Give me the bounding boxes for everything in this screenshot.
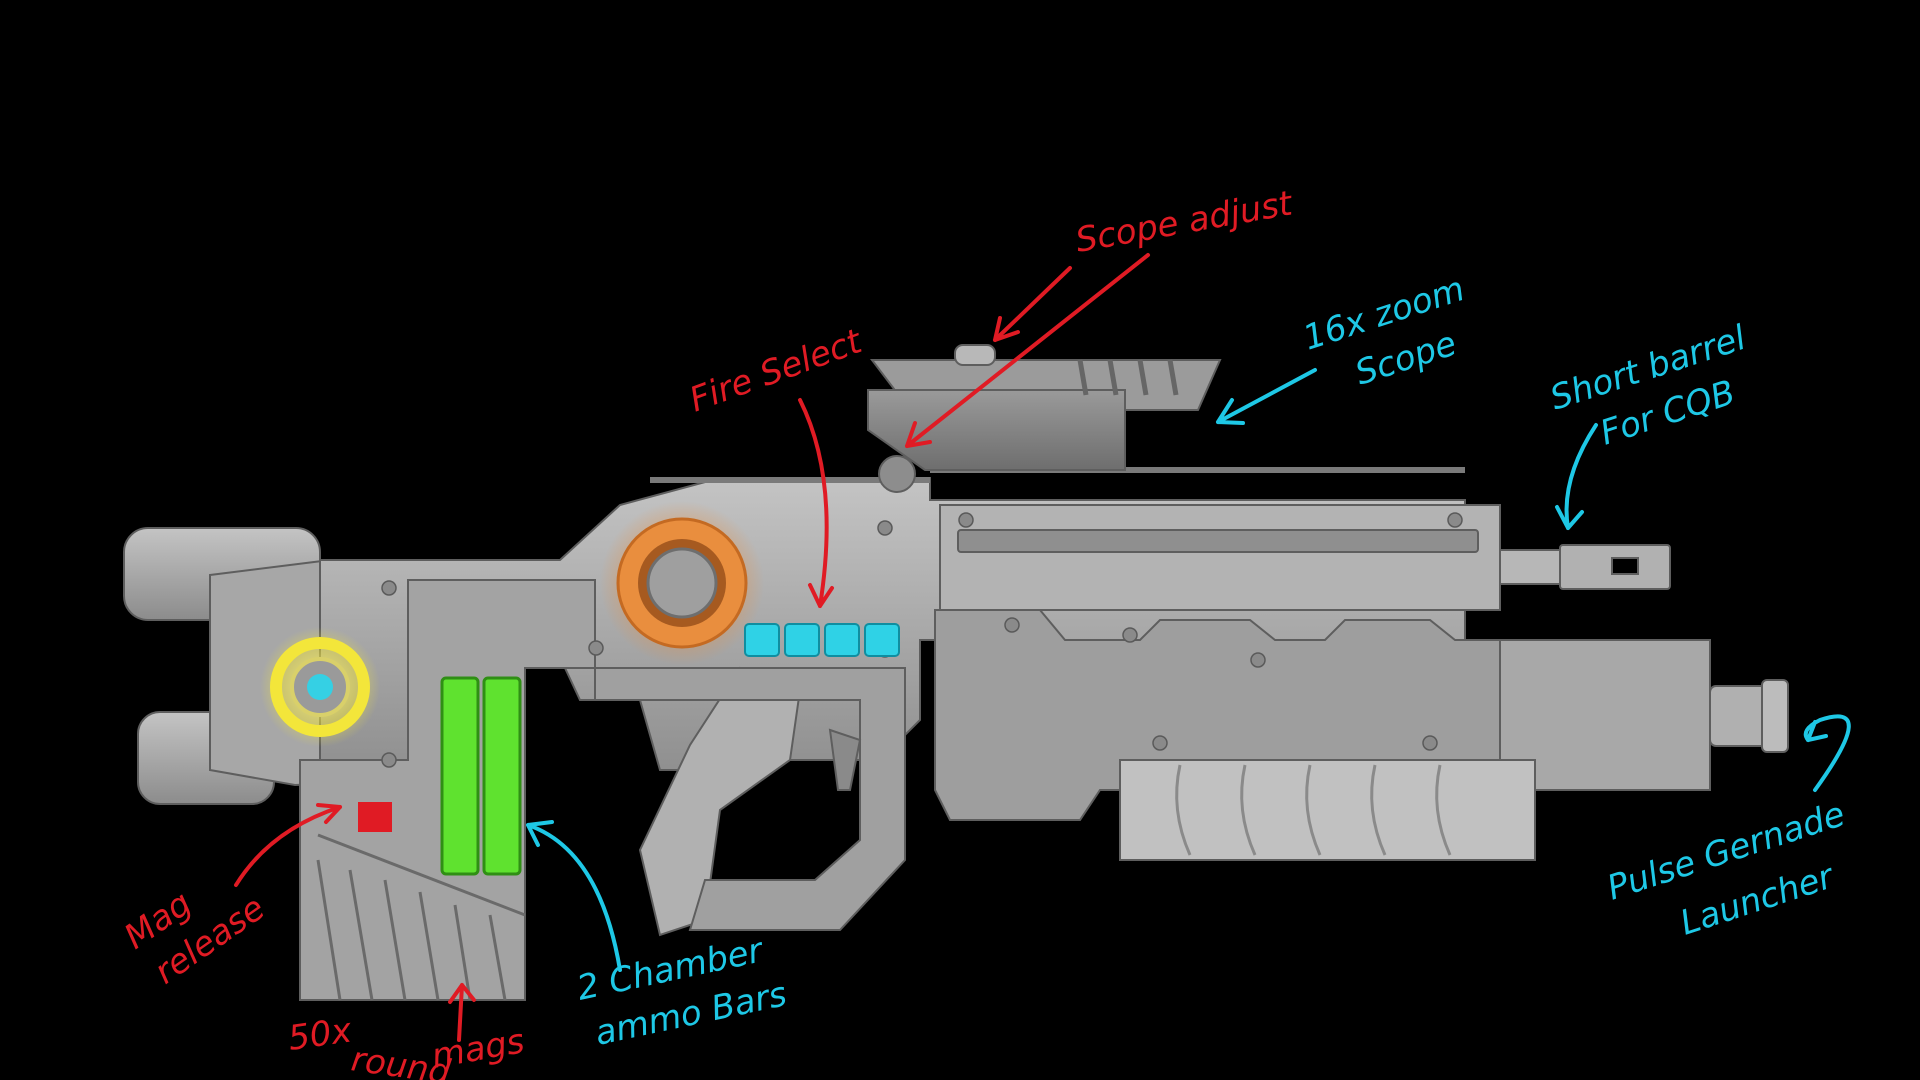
scope-adjust-arrow-1 [993,266,1072,342]
scope-mount [867,389,1126,471]
barrel-shroud-slot [957,529,1479,553]
trigger-guard [594,667,906,931]
energy-core-icon [260,627,380,747]
annotation-arrows [234,253,1851,1042]
mags-label-3: mags [429,1021,528,1077]
chamber-arrow [526,820,622,972]
fire-select-leds [744,623,900,657]
scope-adjust-knob [878,455,916,493]
magazine-ribs [316,833,526,1001]
pulse-launcher-arrow [1803,714,1851,792]
short-barrel-arrow [1555,423,1598,530]
top-rail [650,467,1465,483]
orange-dial-icon [600,501,764,665]
fire-select-label: Fire Select [684,321,868,421]
scope-adjust-arrow-2 [905,253,1150,448]
launcher-muzzle-cap [1761,679,1789,753]
ammo-bars [440,676,522,876]
upper-cover [939,504,1501,611]
screws [381,512,1463,768]
zoom-scope-arrow [1216,368,1317,425]
scope-grip-ridges [1077,359,1179,396]
scope-adjust-label: Scope adjust [1073,183,1297,261]
fire-select-arrow [798,398,834,608]
mag-release-arrow [234,803,342,887]
mags-arrow [448,983,476,1042]
mags-label-1: 50x [286,1010,355,1059]
mag-release-button [358,802,392,832]
barrel-port [1611,557,1639,575]
ribbed-foregrip [1119,759,1536,861]
scope-turret [954,344,996,366]
trigger [828,728,862,791]
foregrip-ribs [1175,764,1452,856]
